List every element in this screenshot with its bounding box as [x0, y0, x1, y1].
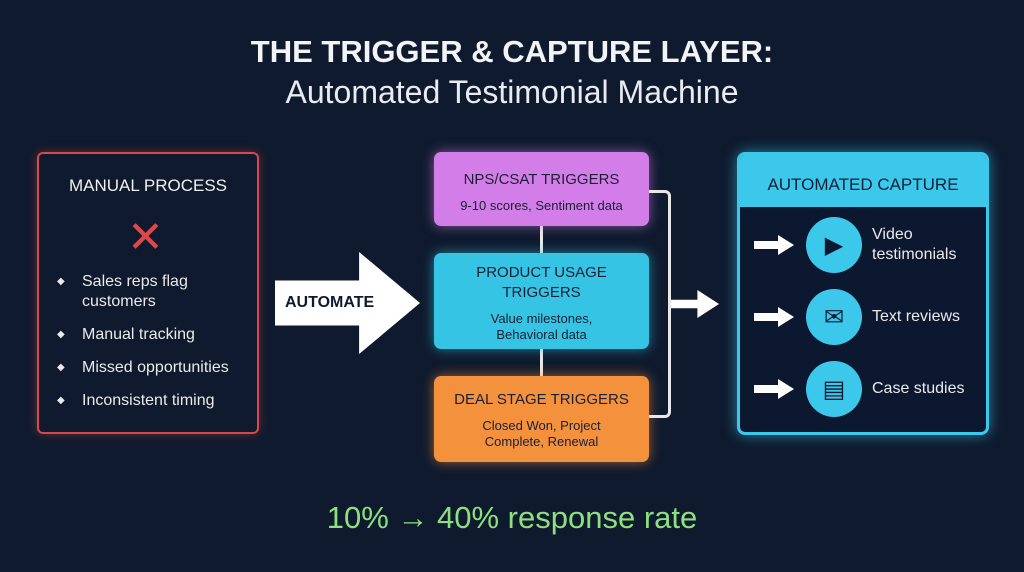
- x-icon: ✕: [127, 213, 164, 262]
- merge-bracket: [649, 190, 671, 418]
- arrow-icon: [754, 307, 794, 327]
- capture-item: ▤Case studies: [754, 361, 965, 417]
- bullet-icon: ◆: [57, 329, 65, 340]
- capture-item: ✉Text reviews: [754, 289, 960, 345]
- title-line-1: THE TRIGGER & CAPTURE LAYER:: [250, 34, 774, 69]
- automate-arrow: AUTOMATE: [275, 252, 420, 354]
- list-item: ◆Missed opportunities: [57, 359, 229, 376]
- bullet-icon: ◆: [57, 395, 65, 406]
- title-line-2: Automated Testimonial Machine: [285, 74, 739, 110]
- connector-line: [540, 226, 543, 253]
- arrow-icon: [754, 379, 794, 399]
- manual-process-box: MANUAL PROCESS ✕ ◆Sales reps flag custom…: [37, 152, 259, 434]
- arrow-icon: [754, 235, 794, 255]
- bullet-icon: ◆: [57, 362, 65, 373]
- list-item: ◆Inconsistent timing: [57, 392, 215, 409]
- video-icon: ▶: [806, 217, 862, 273]
- list-item: ◆Manual tracking: [57, 326, 195, 343]
- bullet-icon: ◆: [57, 276, 65, 287]
- connector-line: [540, 349, 543, 376]
- chat-star-icon: ✉: [806, 289, 862, 345]
- response-rate: 10% → 40% response rate: [326, 500, 698, 535]
- list-item: ◆Sales reps flag customers: [57, 273, 188, 310]
- manual-heading: MANUAL PROCESS: [68, 176, 228, 195]
- capture-item: ▶Video testimonials: [754, 217, 972, 273]
- capture-heading: AUTOMATED CAPTURE: [740, 155, 986, 207]
- arrow-icon: [671, 290, 719, 318]
- automated-capture-box: AUTOMATED CAPTURE ▶Video testimonials ✉T…: [737, 152, 989, 435]
- document-icon: ▤: [806, 361, 862, 417]
